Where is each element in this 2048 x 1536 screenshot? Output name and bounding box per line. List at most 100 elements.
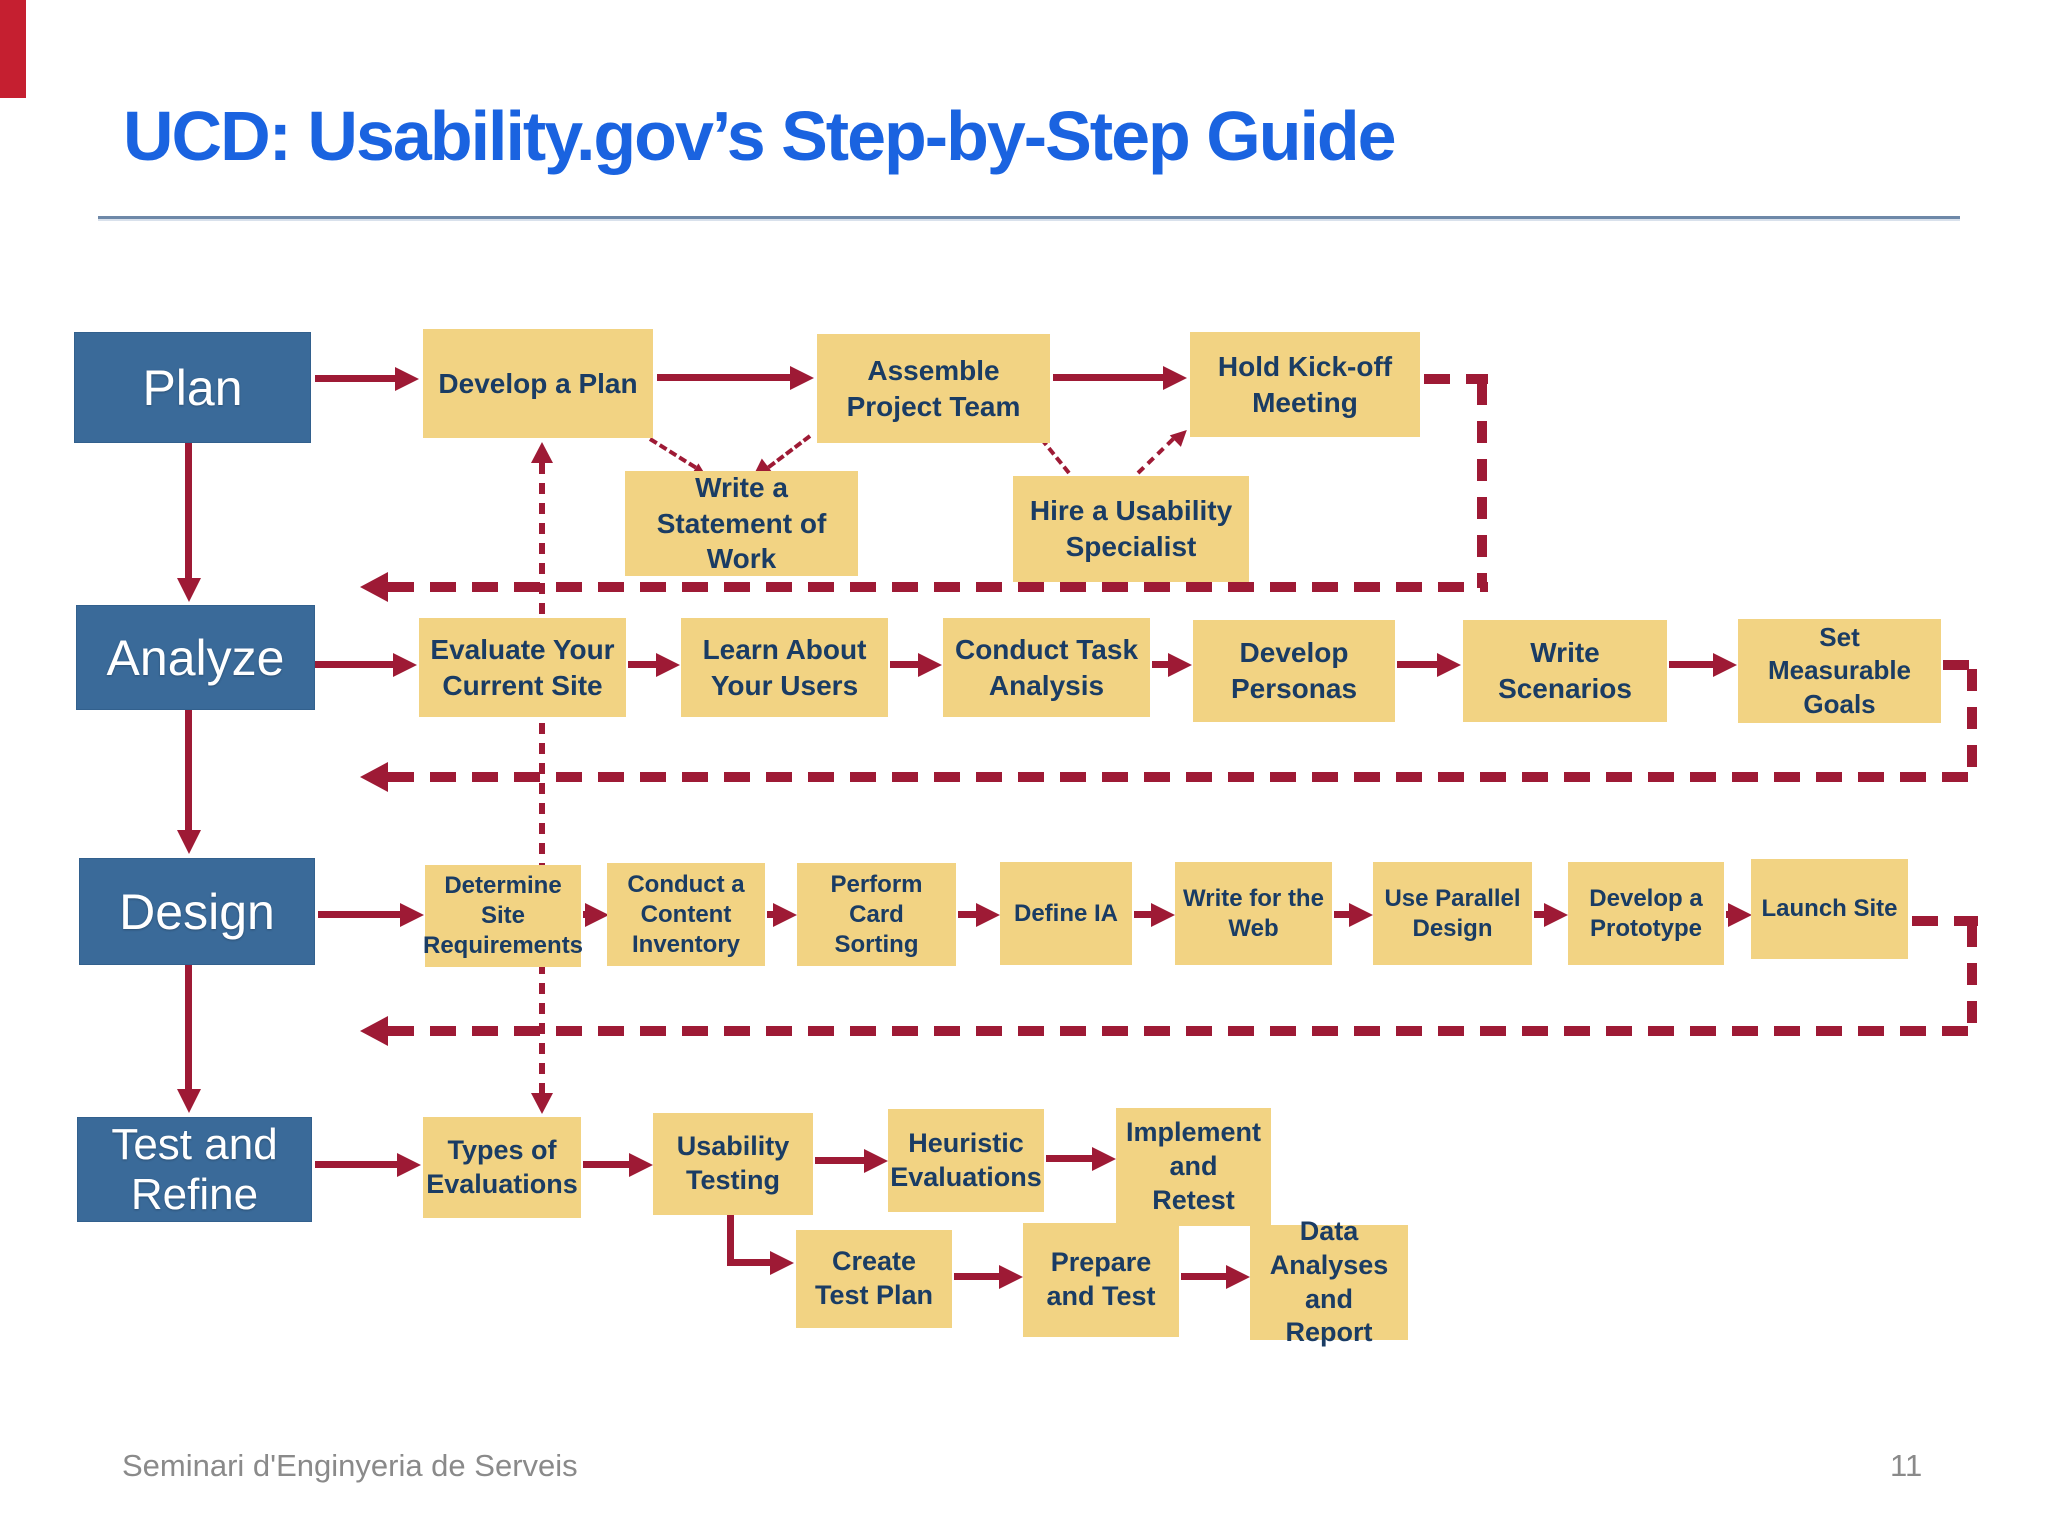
step-data-analyses-and-report: Data Analyses and Report <box>1250 1216 1408 1347</box>
step-types-of-evaluations: Types of Evaluations <box>423 1117 581 1218</box>
phase-label-plan: Plan <box>142 359 243 416</box>
step-create-test-plan: Create Test Plan <box>796 1230 952 1328</box>
step-label: Types of Evaluations <box>426 1134 578 1199</box>
step-label: Heuristic Evaluations <box>890 1127 1042 1192</box>
arrow-right-scenarios-to-goals <box>1669 652 1737 677</box>
step-label: Write Scenarios <box>1498 637 1632 704</box>
arrow-right-analyze-to-evaluate <box>315 652 417 677</box>
step-develop-personas: Develop Personas <box>1193 620 1395 722</box>
red-accent-bar <box>0 0 26 98</box>
step-label: Set Measurable Goals <box>1767 622 1912 719</box>
step-conduct-a-content-inventory: Conduct a Content Inventory <box>607 863 765 966</box>
dashed-connector-kickoff-stub <box>1424 374 1488 384</box>
step-label: Create Test Plan <box>814 1246 934 1310</box>
elbow-usability-to-createplan-horizontal <box>727 1250 794 1275</box>
arrow-right-evaluate-to-learn <box>628 652 680 677</box>
arrow-right-writeweb-to-parallel <box>1334 902 1373 927</box>
dashed-arrow-assemble-to-statement <box>767 434 812 469</box>
step-implement-and-retest: Implement and Retest <box>1116 1108 1271 1226</box>
phase-box-test-and-refine: Test and Refine <box>77 1117 312 1222</box>
step-label: Learn About Your Users <box>702 633 867 701</box>
footer-left-text: Seminari d'Enginyeria de Serveis <box>122 1448 578 1483</box>
arrow-right-prepare-to-data <box>1181 1264 1250 1289</box>
dashed-arrow-develop-to-statement <box>648 437 697 470</box>
step-label: Write for the Web <box>1183 884 1324 942</box>
arrow-down-plan-to-analyze <box>176 443 201 602</box>
phase-label-analyze: Analyze <box>106 629 285 686</box>
step-label: Data Analyses and Report <box>1269 1216 1389 1348</box>
step-write-for-the-web: Write for the Web <box>1175 862 1332 965</box>
dashed-connector-goals-stub <box>1943 660 1981 670</box>
page-title: UCD: Usability.gov’s Step-by-Step Guide <box>123 97 1397 175</box>
arrow-right-personas-to-scenarios <box>1397 652 1461 677</box>
step-label: Use Parallel Design <box>1384 884 1521 942</box>
step-learn-about-your-users: Learn About Your Users <box>681 618 888 717</box>
phase-box-plan: Plan <box>74 332 311 443</box>
dashed-arrow-hire-to-assemble <box>1039 437 1071 475</box>
step-hold-kick-off-meeting: Hold Kick-off Meeting <box>1190 332 1420 437</box>
step-set-measurable-goals: Set Measurable Goals <box>1738 619 1941 723</box>
arrow-right-prototype-to-launch <box>1726 902 1752 927</box>
phase-label-design: Design <box>119 883 275 940</box>
step-label: Perform Card Sorting <box>830 870 923 958</box>
step-usability-testing: Usability Testing <box>653 1113 813 1215</box>
arrow-down-analyze-to-design <box>176 710 201 854</box>
arrow-right-requirements-to-inventory <box>583 902 609 927</box>
step-label: Write a Statement of Work <box>656 471 827 575</box>
step-write-a-statement-of-work: Write a Statement of Work <box>625 471 858 576</box>
step-conduct-task-analysis: Conduct Task Analysis <box>943 618 1150 717</box>
dashed-connector-launch-stub <box>1912 916 1978 926</box>
step-label: Hold Kick-off Meeting <box>1217 350 1393 418</box>
step-label: Usability Testing <box>676 1131 790 1195</box>
elbow-usability-to-createplan-vertical <box>727 1215 734 1266</box>
dashed-return-line-plan <box>360 572 1488 602</box>
arrow-right-task-to-personas <box>1152 652 1192 677</box>
step-hire-a-usability-specialist: Hire a Usability Specialist <box>1013 476 1249 582</box>
dashed-arrow-hire-to-kickoff <box>1136 437 1175 475</box>
step-label: Prepare and Test <box>1046 1247 1156 1311</box>
step-write-scenarios: Write Scenarios <box>1463 620 1667 722</box>
arrow-right-defineia-to-writeweb <box>1134 902 1175 927</box>
step-define-ia: Define IA <box>1000 862 1132 965</box>
step-label: Hire a Usability Specialist <box>1029 495 1233 562</box>
phase-label-test-and-refine: Test and Refine <box>111 1120 278 1219</box>
arrow-right-createplan-to-prepare <box>954 1264 1023 1289</box>
dashed-return-line-design <box>360 1016 1977 1046</box>
step-label: Develop a Prototype <box>1589 884 1703 942</box>
step-label: Define IA <box>1013 899 1118 927</box>
arrow-right-types-to-usability <box>583 1152 653 1177</box>
dashed-connector-kickoff-down <box>1477 383 1487 588</box>
step-label: Launch Site <box>1761 895 1898 922</box>
phase-box-analyze: Analyze <box>76 605 315 710</box>
step-label: Develop a Plan <box>438 367 638 399</box>
step-prepare-and-test: Prepare and Test <box>1023 1223 1179 1337</box>
arrow-right-design-to-requirements <box>318 902 424 927</box>
step-launch-site: Launch Site <box>1751 859 1908 959</box>
arrow-right-cardsorting-to-defineia <box>958 902 1000 927</box>
title-underline <box>98 216 1960 221</box>
step-assemble-project-team: Assemble Project Team <box>817 334 1050 443</box>
step-label: Develop Personas <box>1230 637 1358 704</box>
step-label: Conduct Task Analysis <box>954 633 1139 701</box>
step-perform-card-sorting: Perform Card Sorting <box>797 863 956 966</box>
arrow-right-assemble-to-kickoff <box>1053 365 1187 390</box>
step-label: Determine Site Requirements <box>422 872 584 959</box>
arrow-right-test-to-types <box>315 1152 421 1177</box>
step-develop-a-plan: Develop a Plan <box>423 329 653 438</box>
dashed-return-line-analyze <box>360 762 1977 792</box>
dashed-connector-launch-down <box>1967 925 1977 1033</box>
step-label: Implement and Retest <box>1125 1117 1262 1215</box>
page-number: 11 <box>1890 1448 1923 1483</box>
arrow-right-plan-to-develop <box>315 366 419 391</box>
arrow-down-design-to-test <box>176 965 201 1113</box>
step-label: Evaluate Your Current Site <box>430 633 615 701</box>
step-heuristic-evaluations: Heuristic Evaluations <box>888 1109 1044 1212</box>
arrow-right-inventory-to-cardsorting <box>767 902 797 927</box>
arrow-right-develop-to-assemble <box>657 365 814 390</box>
step-evaluate-your-current-site: Evaluate Your Current Site <box>419 618 626 717</box>
step-label: Assemble Project Team <box>846 354 1021 422</box>
step-use-parallel-design: Use Parallel Design <box>1373 862 1532 965</box>
arrow-right-usability-to-heuristic <box>815 1148 888 1173</box>
arrow-right-parallel-to-prototype <box>1534 902 1568 927</box>
